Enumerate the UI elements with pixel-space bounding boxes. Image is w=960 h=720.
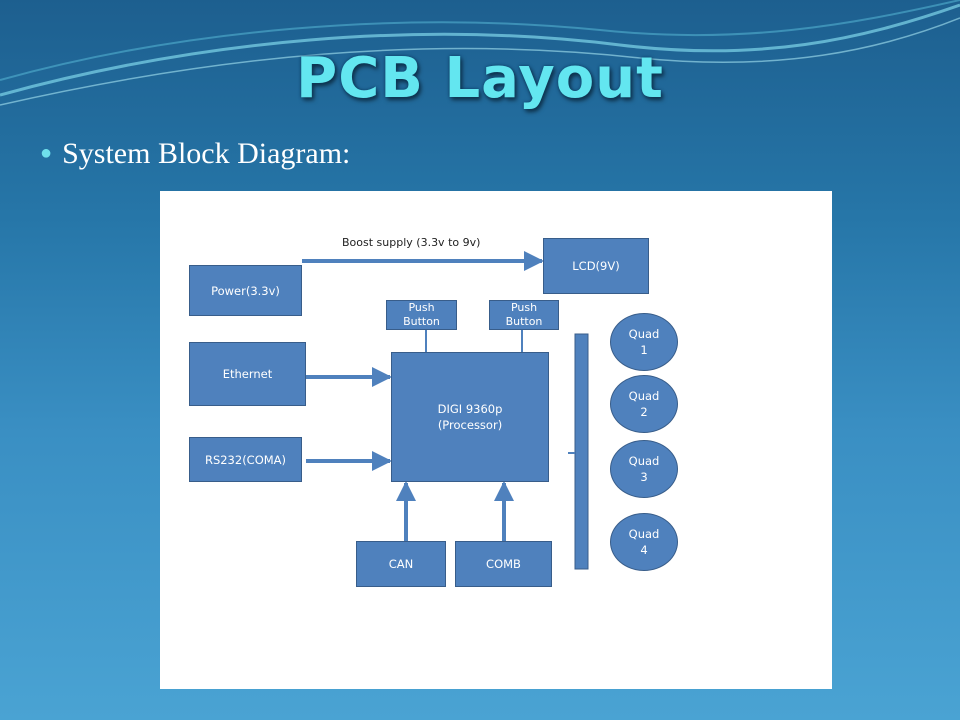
header-swoosh [0, 0, 960, 106]
bullet-text: System Block Diagram: [62, 137, 351, 170]
lcd-block: LCD(9V) [543, 238, 649, 294]
quad-1-circle: Quad 1 [610, 313, 678, 371]
block-diagram: Boost supply (3.3v to 9v) Power(3.3v) Et… [160, 191, 832, 689]
push-button-1: Push Button [386, 300, 457, 330]
quad-1-line1: Quad [628, 327, 660, 341]
quad-1-line2: 1 [640, 343, 648, 357]
processor-line2: (Processor) [437, 418, 503, 432]
slide-title: PCB Layout [296, 46, 664, 111]
bus-bar [574, 333, 589, 570]
processor-line1: DIGI 9360p [437, 402, 503, 416]
can-block: CAN [356, 541, 446, 587]
push-button-1-line2: Button [403, 315, 440, 328]
ethernet-block: Ethernet [189, 342, 306, 406]
push-button-2: Push Button [489, 300, 559, 330]
quad-2-line1: Quad [628, 389, 660, 403]
push-button-2-line2: Button [505, 315, 543, 328]
quad-3-circle: Quad 3 [610, 440, 678, 498]
quad-4-circle: Quad 4 [610, 513, 678, 571]
boost-supply-label-box: Boost supply (3.3v to 9v) [342, 236, 481, 249]
quad-2-line2: 2 [640, 405, 648, 419]
bullet-icon: ● [40, 142, 53, 164]
push-button-2-line1: Push [510, 301, 538, 314]
quad-2-circle: Quad 2 [610, 375, 678, 433]
quad-4-line1: Quad [628, 527, 660, 541]
rs232-block: RS232(COMA) [189, 437, 302, 482]
bullet-item: ● System Block Diagram: [40, 137, 350, 171]
quad-3-line1: Quad [628, 454, 660, 468]
processor-block: DIGI 9360p (Processor) [391, 352, 549, 482]
quad-4-line2: 4 [640, 543, 648, 557]
comb-block: COMB [455, 541, 552, 587]
push-button-1-line1: Push [408, 301, 435, 314]
power-block: Power(3.3v) [189, 265, 302, 316]
quad-3-line2: 3 [640, 470, 648, 484]
